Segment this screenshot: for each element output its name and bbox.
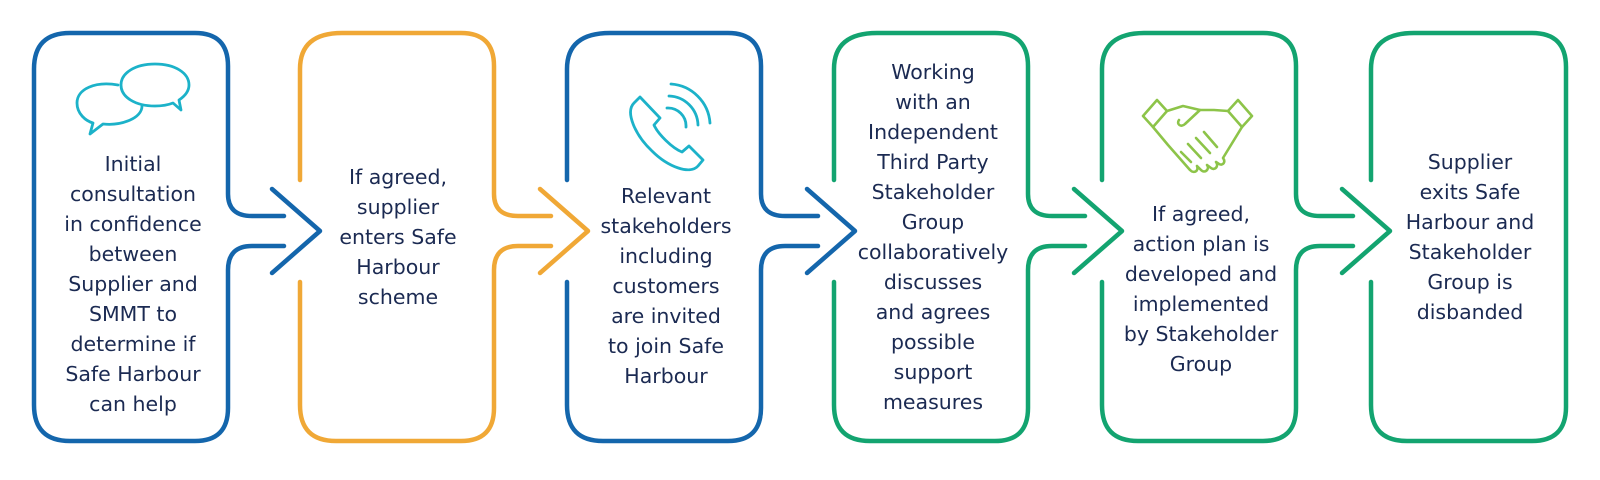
- step-text-line: Harbour: [356, 255, 440, 279]
- step-text-line: exits Safe: [1419, 180, 1521, 204]
- step-text-line: Harbour: [624, 364, 708, 388]
- step-text-line: including: [619, 244, 713, 268]
- step-text-line: Relevant: [621, 184, 711, 208]
- step-text-line: supplier: [356, 195, 440, 219]
- step-text-line: in confidence: [64, 212, 202, 236]
- step-3-text: Relevant stakeholders including customers ar…: [573, 33, 759, 441]
- step-text-line: Group: [1169, 352, 1233, 376]
- step-2-arrow: [537, 186, 591, 276]
- step-text-line: collaboratively: [857, 240, 1009, 264]
- step-text-line: support: [893, 360, 973, 384]
- step-text-line: consultation: [69, 182, 197, 206]
- step-text-line: enters Safe: [339, 225, 457, 249]
- step-text-line: Third Party: [877, 150, 989, 174]
- step-5-box: [1099, 30, 1356, 444]
- step-text-line: developed and: [1124, 262, 1278, 286]
- step-text-line: implemented: [1132, 292, 1270, 316]
- step-text-line: Initial: [104, 152, 162, 176]
- handshake-icon: [1141, 98, 1254, 174]
- step-1-arrow: [269, 186, 323, 276]
- step-4-arrow: [1071, 186, 1125, 276]
- step-text-line: Harbour and: [1405, 210, 1535, 234]
- phone-icon: [629, 82, 712, 172]
- step-text-line: Group is: [1427, 270, 1513, 294]
- step-text-line: action plan is: [1132, 232, 1270, 256]
- speech-bubbles-icon: [75, 62, 191, 136]
- step-text-line: Supplier: [1427, 150, 1513, 174]
- step-text-line: stakeholders: [600, 214, 732, 238]
- step-text-line: Supplier and: [68, 272, 198, 296]
- step-1-box: [31, 30, 287, 444]
- step-text-line: and agrees: [875, 300, 991, 324]
- step-text-line: can help: [89, 392, 177, 416]
- step-text-line: If agreed,: [1151, 202, 1251, 226]
- step-6-box: [1368, 30, 1569, 444]
- step-text-line: Stakeholder: [1408, 240, 1532, 264]
- step-4-box: [831, 30, 1088, 444]
- step-text-line: SMMT to: [88, 302, 177, 326]
- step-text-line: measures: [882, 390, 984, 414]
- step-text-line: discusses: [883, 270, 983, 294]
- step-3-arrow: [804, 186, 858, 276]
- step-text-line: Working: [891, 60, 975, 84]
- step-text-line: disbanded: [1416, 300, 1524, 324]
- step-text-line: possible: [891, 330, 975, 354]
- step-text-line: scheme: [357, 285, 439, 309]
- step-5-text: If agreed, action plan is developed and imp…: [1108, 33, 1294, 441]
- step-text-line: Independent: [868, 120, 998, 144]
- step-text-line: to join Safe: [608, 334, 724, 358]
- step-text-line: are invited: [611, 304, 721, 328]
- step-text-line: customers: [612, 274, 720, 298]
- step-text-line: between: [88, 242, 178, 266]
- step-3-box: [564, 30, 821, 444]
- step-text-line: by Stakeholder: [1123, 322, 1279, 346]
- step-text-line: with an: [895, 90, 971, 114]
- step-text-line: Stakeholder: [871, 180, 995, 204]
- step-2-box: [297, 30, 554, 444]
- step-text-line: If agreed,: [348, 165, 448, 189]
- step-text-line: Safe Harbour: [65, 362, 201, 386]
- step-5-arrow: [1339, 186, 1393, 276]
- step-text-line: determine if: [70, 332, 196, 356]
- step-text-line: Group: [901, 210, 965, 234]
